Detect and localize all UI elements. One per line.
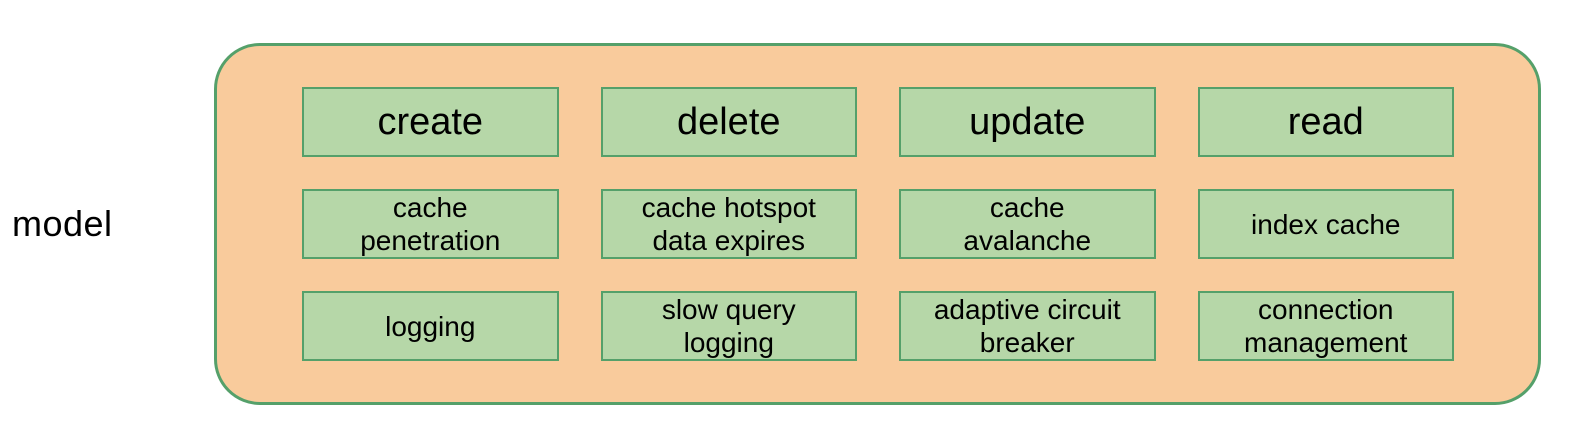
diagram-box-crud-operations-2: update [899, 87, 1156, 157]
diagram-box-cache-concerns-1: cache hotspot data expires [600, 189, 857, 259]
diagram-box-cache-concerns-0: cache penetration [302, 189, 559, 259]
diagram-box-reliability-concerns-3: connection management [1197, 291, 1454, 361]
diagram-box-cache-concerns-3: index cache [1197, 189, 1454, 259]
diagram-box-reliability-concerns-1: slow query logging [600, 291, 857, 361]
diagram-box-crud-operations-3: read [1197, 87, 1454, 157]
model-container: create delete update read cache penetration c… [214, 43, 1541, 405]
diagram-box-crud-operations-1: delete [600, 87, 857, 157]
diagram-box-crud-operations-0: create [302, 87, 559, 157]
diagram-box-cache-concerns-2: cache avalanche [899, 189, 1156, 259]
diagram-box-reliability-concerns-0: logging [302, 291, 559, 361]
diagram-box-reliability-concerns-2: adaptive circuit breaker [899, 291, 1156, 361]
model-label: model [12, 203, 113, 244]
